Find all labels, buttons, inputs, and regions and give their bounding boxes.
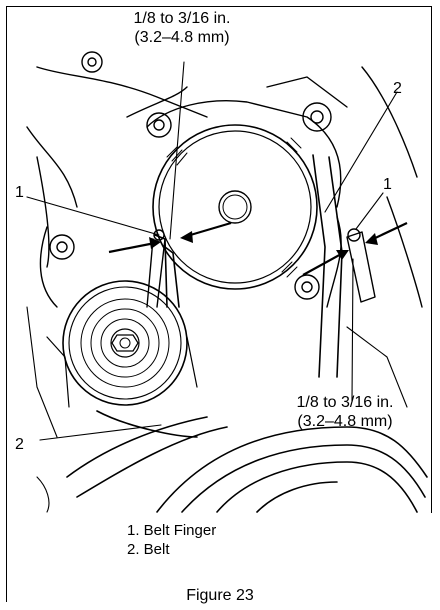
top-gap-callout: 1/8 to 3/16 in. (3.2–4.8 mm) xyxy=(107,9,257,47)
lower-housing xyxy=(26,306,408,513)
idler-pulley xyxy=(46,280,198,408)
callout-1-right: 1 xyxy=(383,176,392,193)
callout-1-left: 1 xyxy=(15,184,24,201)
bottom-gap-line1: 1/8 to 3/16 in. xyxy=(296,394,394,411)
engine-belt-illustration xyxy=(7,51,433,603)
legend-item-belt-finger: 1. Belt Finger xyxy=(127,522,217,539)
legend: 1. Belt Finger 2. Belt xyxy=(127,521,216,559)
belt-finger-right xyxy=(346,228,376,303)
engine-block xyxy=(26,51,423,308)
callout-2-left: 2 xyxy=(15,436,24,453)
figure-caption: Figure 23 xyxy=(186,587,254,604)
upper-pulley xyxy=(152,124,318,290)
bottom-gap-line2: (3.2–4.8 mm) xyxy=(297,413,393,430)
legend-item-belt: 2. Belt xyxy=(127,541,170,558)
bottom-gap-callout: 1/8 to 3/16 in. (3.2–4.8 mm) xyxy=(265,393,425,431)
belt xyxy=(66,154,428,513)
figure-frame: 1/8 to 3/16 in. (3.2–4.8 mm) 1/8 to 3/16… xyxy=(6,6,433,604)
top-gap-line1: 1/8 to 3/16 in. xyxy=(133,10,231,27)
gap-arrows xyxy=(108,221,408,276)
top-gap-line2: (3.2–4.8 mm) xyxy=(134,29,230,46)
belt-finger-left xyxy=(146,229,166,308)
leader-lines xyxy=(26,61,398,441)
callout-2-top: 2 xyxy=(393,80,402,97)
